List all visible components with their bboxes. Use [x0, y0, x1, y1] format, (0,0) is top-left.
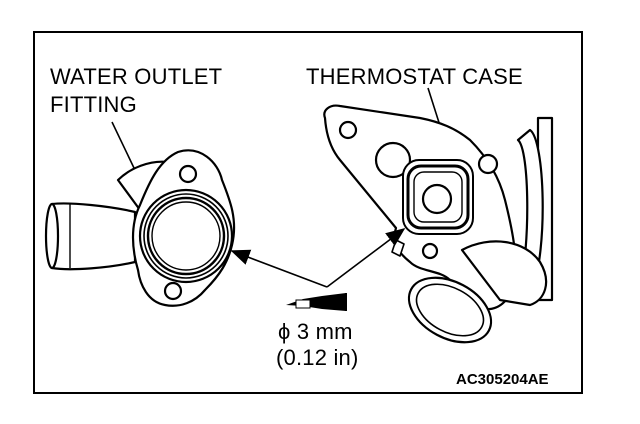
- thermostat-case: [323, 87, 554, 344]
- leader-arrow-icon: [230, 228, 406, 288]
- bead-diameter-inch-label: (0.12 in): [276, 345, 359, 370]
- sealant-tube-icon: [286, 293, 347, 311]
- water-outlet-label-line2: FITTING: [50, 92, 137, 117]
- water-outlet-leader: [111, 121, 135, 169]
- water-outlet-fitting: [44, 121, 236, 307]
- figure-code: AC305204AE: [456, 371, 549, 388]
- arrow-to-thermostat-case: [326, 228, 406, 288]
- figure-frame: [33, 31, 583, 394]
- arrow-to-water-outlet: [230, 249, 328, 288]
- bead-diameter-label: ϕ 3 mm: [278, 319, 353, 344]
- water-outlet-label-line1: WATER OUTLET: [50, 64, 223, 89]
- thermostat-case-label: THERMOSTAT CASE: [306, 64, 523, 89]
